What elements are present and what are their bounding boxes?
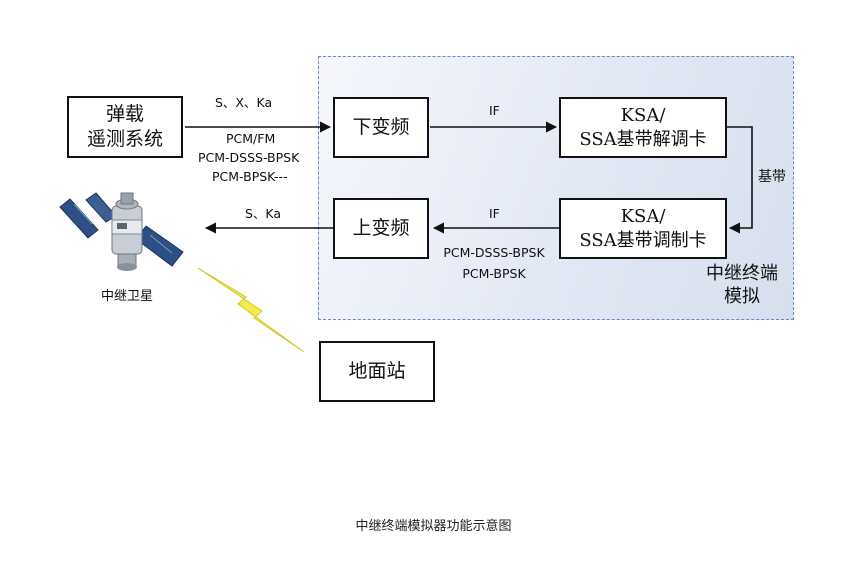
mod-line2: SSA基带调制卡 bbox=[579, 229, 707, 251]
label-bands-in: S、X、Ka bbox=[215, 95, 273, 110]
ground-station-box: 地面站 bbox=[319, 341, 435, 402]
label-pcm-bpsk-out: PCM-BPSK bbox=[462, 266, 526, 281]
lightning-bolt-icon bbox=[197, 267, 305, 353]
mod-line1: KSA/ bbox=[620, 206, 666, 228]
satellite-label: 中继卫星 bbox=[100, 289, 153, 304]
figure-caption: 中继终端模拟器功能示意图 bbox=[355, 519, 512, 534]
relay-terminal-title-line2: 模拟 bbox=[724, 286, 760, 308]
relay-terminal-title: 中继终端 模拟 bbox=[690, 262, 794, 309]
relay-terminal-title-line1: 中继终端 bbox=[706, 263, 778, 284]
demod-line1: KSA/ bbox=[620, 105, 666, 127]
label-pcm-fm: PCM/FM bbox=[226, 131, 276, 146]
baseband-mod-card-box: KSA/ SSA基带调制卡 bbox=[559, 198, 727, 259]
label-bands-out: S、Ka bbox=[245, 206, 282, 221]
payload-line1: 弹载 bbox=[105, 103, 144, 126]
demod-line2: SSA基带解调卡 bbox=[579, 128, 707, 150]
label-pcm-dsss-in: PCM-DSSS-BPSK bbox=[198, 150, 300, 165]
baseband-demod-card-box: KSA/ SSA基带解调卡 bbox=[559, 97, 727, 158]
downconverter-label: 下变频 bbox=[352, 116, 410, 139]
upconverter-box: 上变频 bbox=[333, 198, 429, 259]
ground-station-label: 地面站 bbox=[348, 360, 406, 383]
upconverter-label: 上变频 bbox=[352, 217, 410, 240]
arrow-baseband-loop bbox=[727, 126, 753, 234]
label-if-top: IF bbox=[489, 103, 500, 118]
label-if-bottom: IF bbox=[489, 206, 500, 221]
label-pcm-dsss-out: PCM-DSSS-BPSK bbox=[443, 245, 545, 260]
payload-line2: 遥测系统 bbox=[86, 128, 163, 150]
satellite-icon bbox=[59, 192, 184, 271]
payload-telemetry-box: 弹载 遥测系统 bbox=[67, 96, 183, 158]
downconverter-box: 下变频 bbox=[333, 97, 429, 158]
label-pcm-bpsk-in: PCM-BPSK--- bbox=[212, 169, 288, 184]
label-baseband: 基带 bbox=[758, 169, 786, 185]
